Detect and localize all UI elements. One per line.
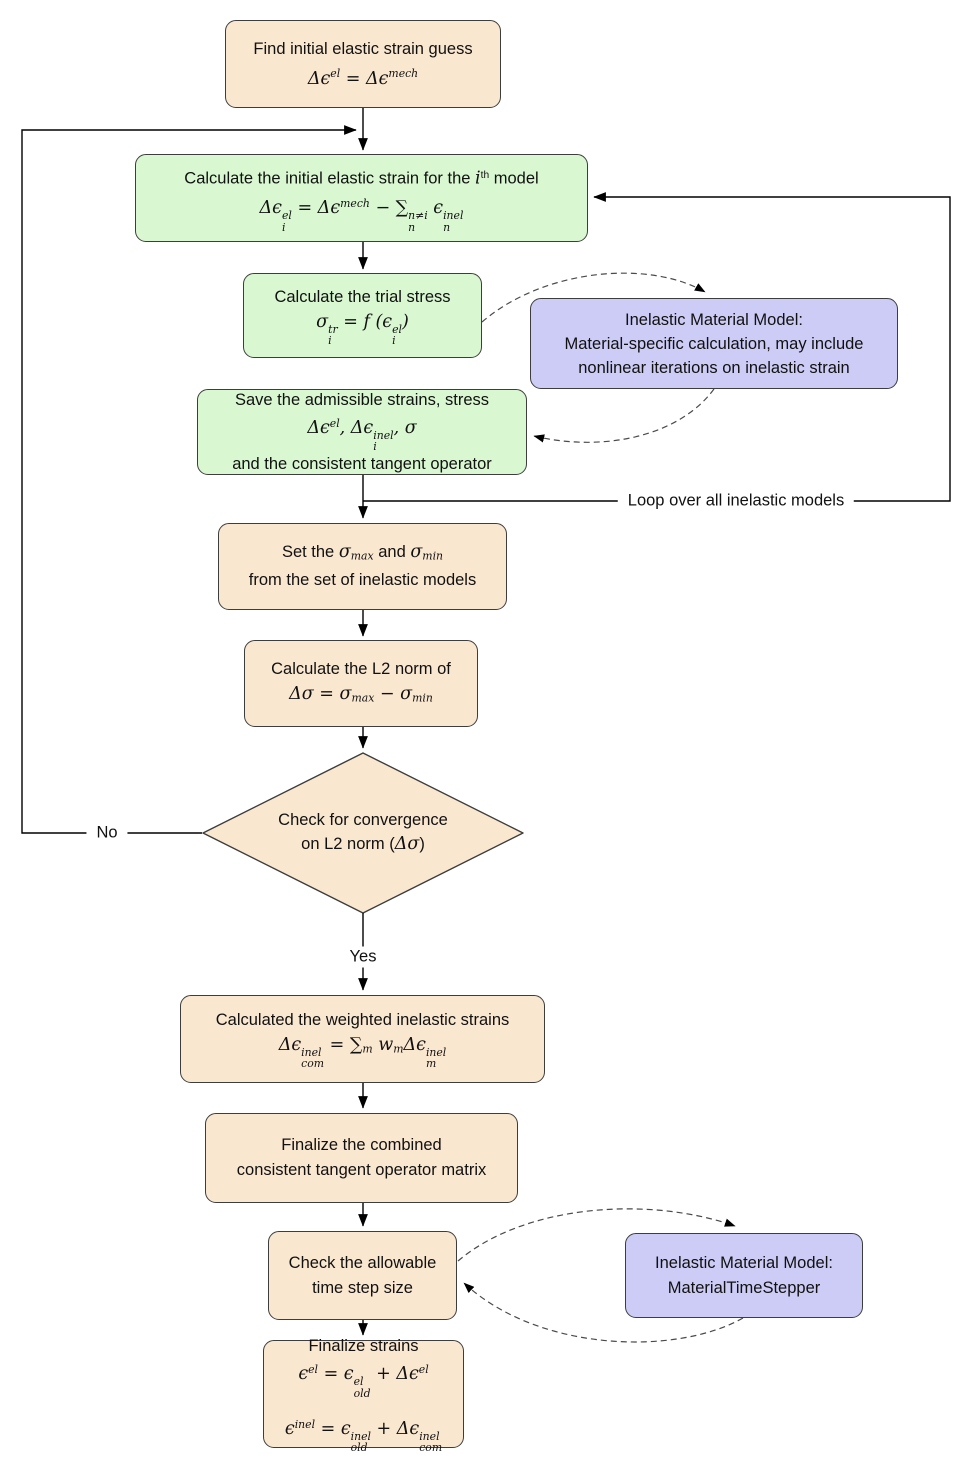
node-text: Inelastic Material Model: <box>655 1253 833 1272</box>
node-text: Find initial elastic strain guess <box>253 39 473 58</box>
node-text: Check for convergence <box>278 811 448 829</box>
node-inelastic-material-model: Inelastic Material Model: Material-speci… <box>530 298 898 389</box>
edge-label-yes: Yes <box>339 946 387 968</box>
dashed-trial-to-model <box>481 272 706 323</box>
node-save-admissible-strains: Save the admissible strains, stress Δϵel… <box>197 389 527 475</box>
node-text: and the consistent tangent operator <box>232 455 492 474</box>
node-initial-elastic-strain-guess: Find initial elastic strain guess Δϵel =… <box>225 20 501 108</box>
node-text: from the set of inelastic models <box>248 571 477 590</box>
node-text: consistent tangent operator matrix <box>236 1161 487 1179</box>
node-calc-initial-elastic-strain: Calculate the initial elastic strain for… <box>135 154 588 242</box>
edge-label-loop: Loop over all inelastic models <box>617 490 855 512</box>
node-set-sigma-max-min: Set the σmax and σmin from the set of in… <box>218 523 507 610</box>
node-text: Check the allowable <box>288 1253 437 1272</box>
node-text: Finalize the combined <box>281 1136 442 1154</box>
node-text: time step size <box>312 1278 413 1297</box>
node-text: Set the σmax and σmin <box>281 541 444 563</box>
node-text: Calculate the L2 norm of <box>271 659 451 678</box>
node-formula: Δσ = σmax − σmin <box>289 683 433 705</box>
node-text: nonlinear iterations on inelastic strain <box>578 358 850 377</box>
node-text: Calculate the trial stress <box>274 287 451 306</box>
dashed-stepper-to-timestep <box>463 1282 744 1343</box>
node-convergence-check: Check for convergence on L2 norm (Δσ) <box>233 808 493 856</box>
node-text: Inelastic Material Model: <box>625 310 803 329</box>
dashed-timestep-to-stepper <box>457 1208 736 1262</box>
edge-label-no: No <box>86 822 128 844</box>
node-finalize-tangent-operator: Finalize the combined consistent tangent… <box>205 1113 518 1203</box>
node-text: Calculated the weighted inelastic strain… <box>215 1011 510 1030</box>
node-text: MaterialTimeStepper <box>667 1278 821 1297</box>
dashed-model-to-save <box>533 388 715 443</box>
node-check-timestep: Check the allowable time step size <box>268 1231 457 1320</box>
node-calc-l2-norm: Calculate the L2 norm of Δσ = σmax − σmi… <box>244 640 478 727</box>
node-text: Calculate the initial elastic strain for… <box>184 168 539 189</box>
node-text: Finalize strains <box>308 1337 419 1356</box>
node-weighted-inelastic-strains: Calculated the weighted inelastic strain… <box>180 995 545 1083</box>
node-text: Material-specific calculation, may inclu… <box>564 334 864 353</box>
node-text: Save the admissible strains, stress <box>234 390 490 409</box>
node-text: on L2 norm (Δσ) <box>301 834 425 854</box>
node-formula: Δϵel = Δϵmech <box>307 67 419 89</box>
node-material-time-stepper: Inelastic Material Model: MaterialTimeSt… <box>625 1233 863 1318</box>
